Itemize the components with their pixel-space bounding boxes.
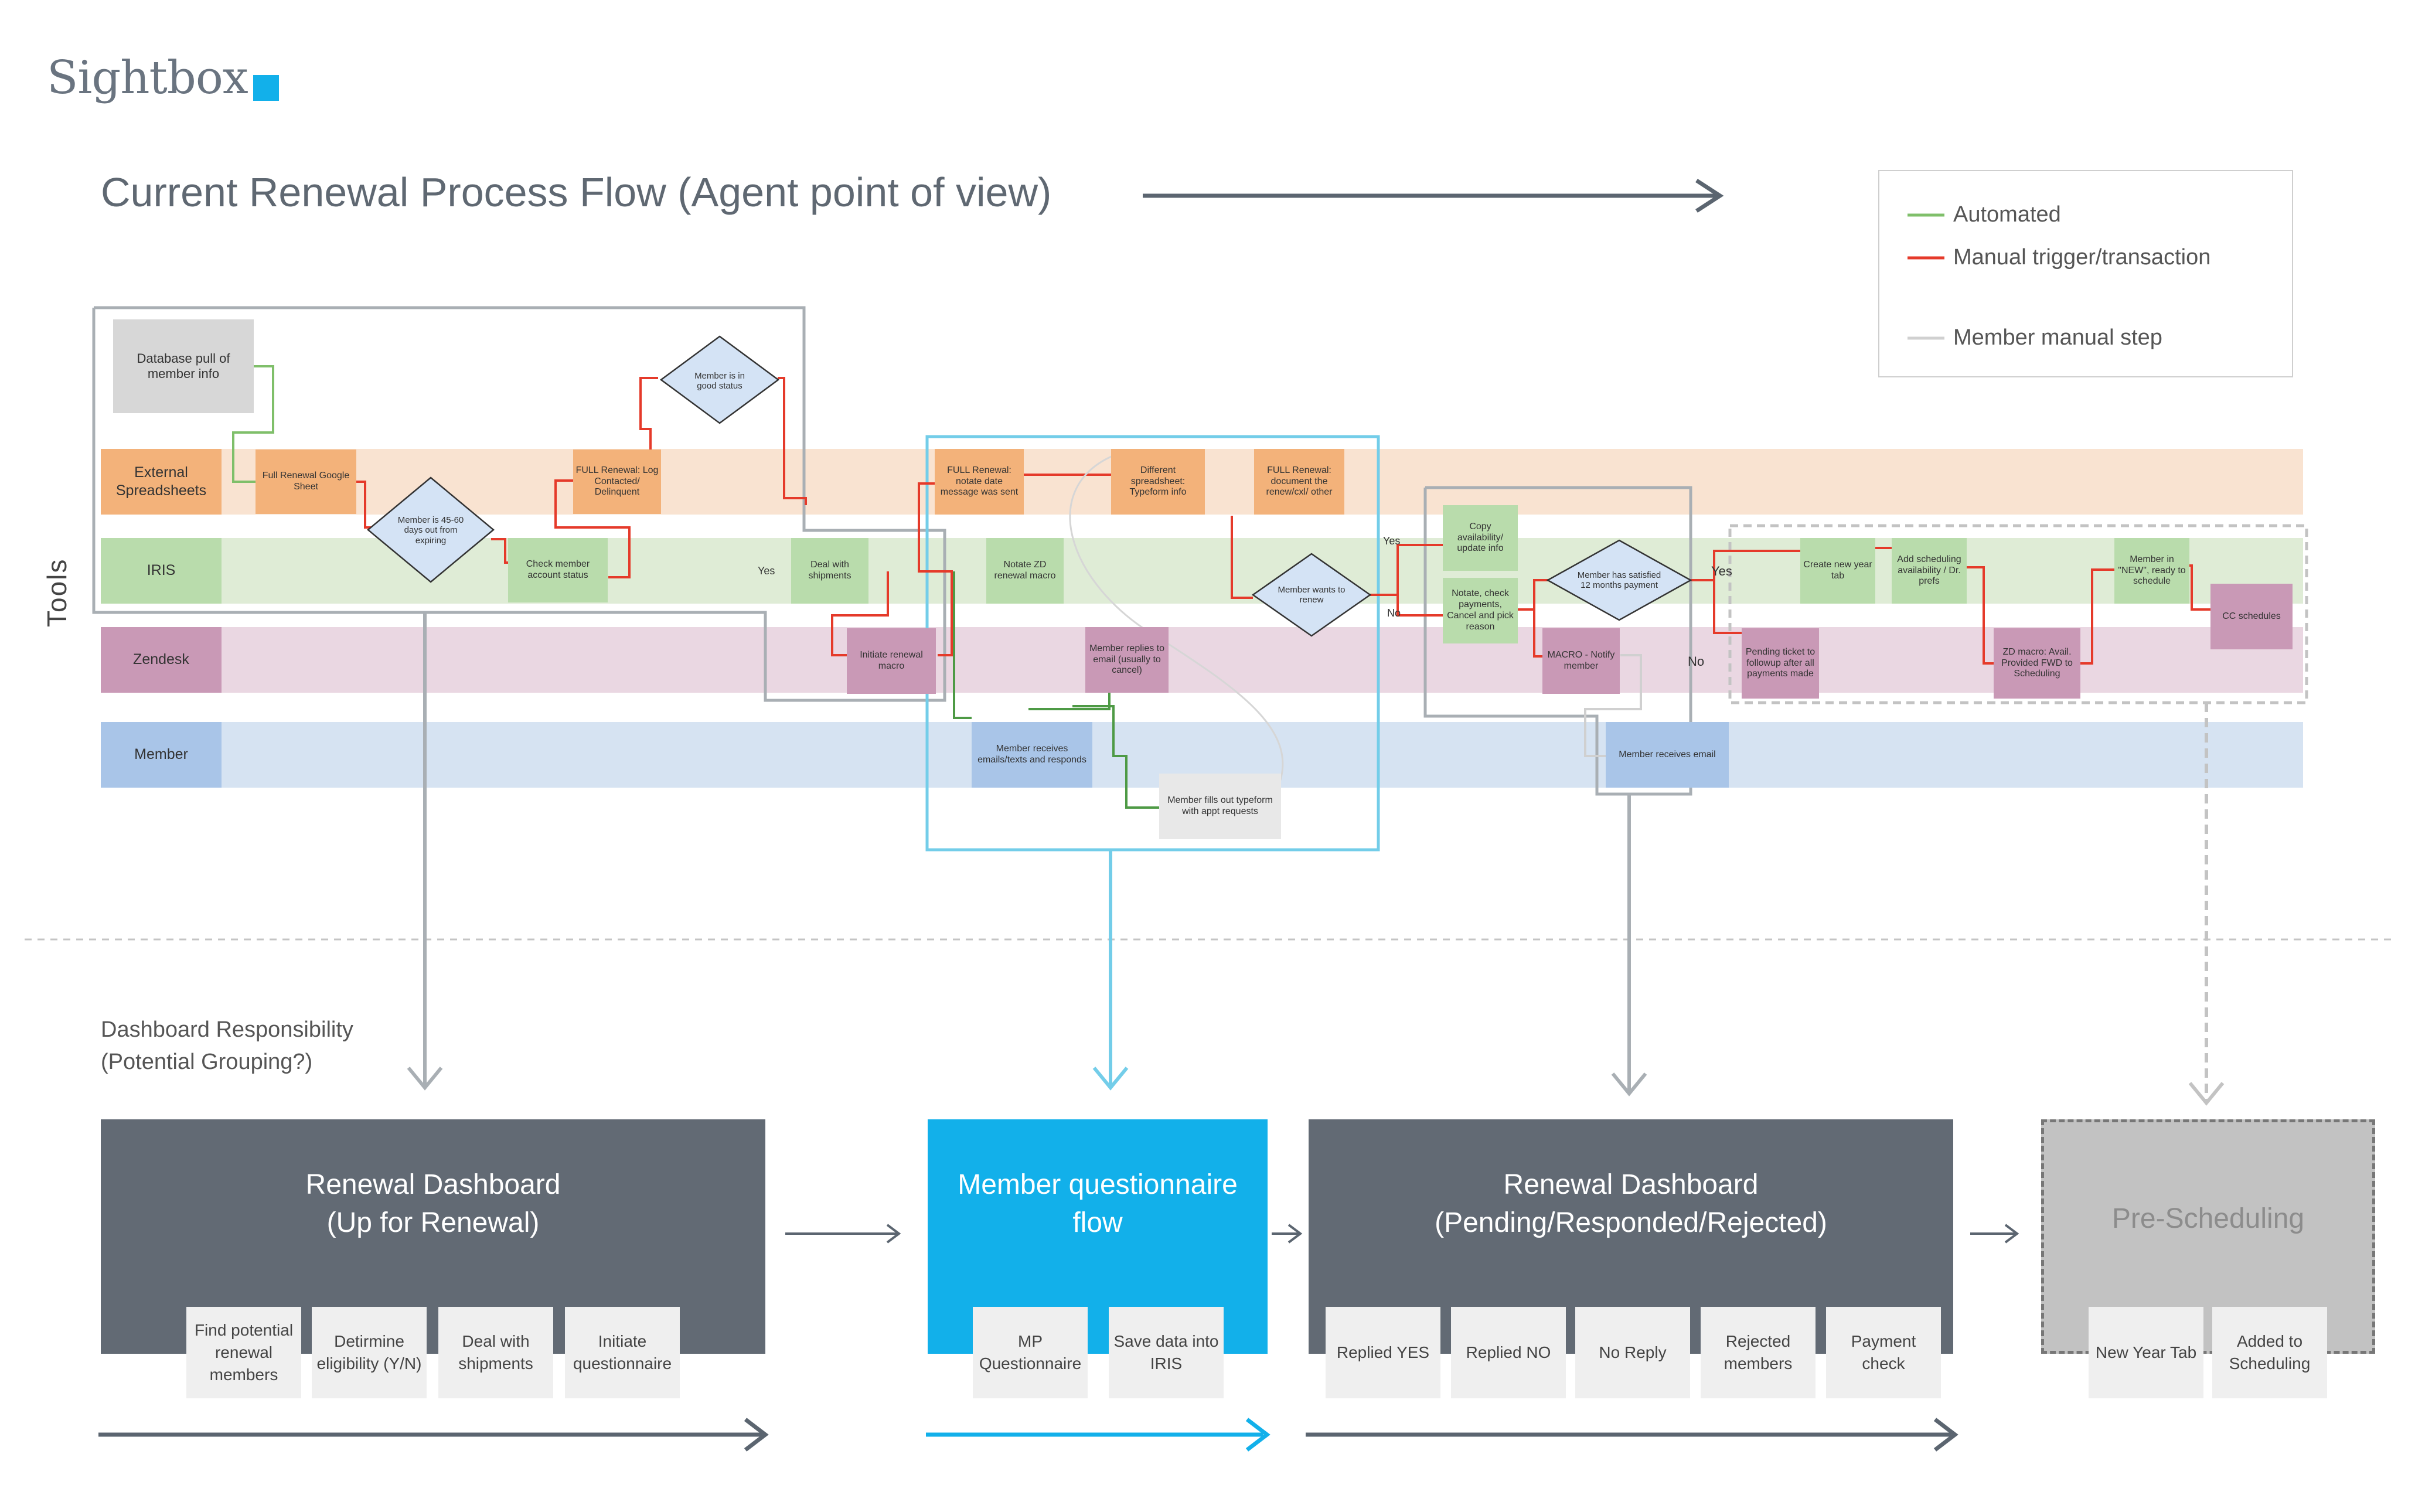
lane-zendesk-bg xyxy=(101,627,2303,693)
card-initiate-questionnaire: Initiate questionnaire xyxy=(565,1307,680,1398)
node-full-renewal-sheet: Full Renewal Google Sheet xyxy=(256,449,356,514)
card-rejected-members: Rejected members xyxy=(1701,1307,1816,1398)
legend-manual: Manual trigger/transaction xyxy=(1953,245,2211,270)
node-doc-renew: FULL Renewal: document the renew/cxl/ ot… xyxy=(1254,449,1344,515)
card-no-reply: No Reply xyxy=(1575,1307,1690,1398)
dashboard-renewal-pending-subtitle: (Pending/Responded/Rejected) xyxy=(1435,1207,1827,1238)
node-member-receives: Member receives emails/texts and respond… xyxy=(972,722,1092,788)
responsibility-label-line2: (Potential Grouping?) xyxy=(101,1050,313,1075)
node-macro-notify: MACRO - Notify member xyxy=(1542,628,1620,694)
diagram-title: Current Renewal Process Flow (Agent poin… xyxy=(101,169,1052,215)
node-new-year-tab: Create new year tab xyxy=(1800,538,1875,604)
decision-wants-renew: Member wants to renew xyxy=(1278,584,1346,605)
dashboard-pre-scheduling-title: Pre-Scheduling xyxy=(2111,1203,2305,1234)
responsibility-label-line1: Dashboard Responsibility xyxy=(101,1017,353,1042)
dashboard-renewal-up-title: Renewal Dashboard xyxy=(305,1169,561,1201)
legend-member-step: Member manual step xyxy=(1953,325,2162,350)
legend xyxy=(1878,170,2293,377)
dashboard-renewal-pending-title: Renewal Dashboard xyxy=(1503,1169,1759,1201)
node-check-status: Check member account status xyxy=(508,538,608,602)
card-added-scheduling: Added to Scheduling xyxy=(2212,1307,2327,1398)
brand-logo: Sightbox xyxy=(47,52,248,104)
decision-member-45-60: Member is 45-60 days out from expiring xyxy=(397,515,464,546)
card-save-iris: Save data into IRIS xyxy=(1109,1307,1224,1398)
card-new-year-tab: New Year Tab xyxy=(2089,1307,2203,1398)
card-mp-questionnaire: MP Questionnaire xyxy=(973,1307,1088,1398)
node-member-receives-email: Member receives email xyxy=(1606,722,1729,788)
node-pending-ticket: Pending ticket to followup after all pay… xyxy=(1742,628,1819,699)
node-cc-schedules: CC schedules xyxy=(2210,584,2293,649)
label-yes-3: Yes xyxy=(1711,564,1732,578)
dashboard-questionnaire-title: Member questionnaire xyxy=(958,1169,1238,1201)
card-payment-check: Payment check xyxy=(1826,1307,1941,1398)
node-notate-check: Notate, check payments, Cancel and pick … xyxy=(1443,578,1518,643)
lane-label-zendesk: Zendesk xyxy=(101,627,222,693)
node-notate-zd: Notate ZD renewal macro xyxy=(986,538,1064,604)
lane-label-external: External Spreadsheets xyxy=(101,449,222,515)
node-zd-macro-fwd: ZD macro: Avail. Provided FWD to Schedul… xyxy=(1994,628,2080,699)
lane-label-iris: IRIS xyxy=(101,538,222,604)
brand-logo-square xyxy=(253,75,279,101)
decision-satisfied-12: Member has satisfied 12 months payment xyxy=(1577,570,1661,590)
label-no-2: No xyxy=(1688,654,1705,669)
node-diff-spreadsheet: Different spreadsheet: Typeform info xyxy=(1111,449,1205,515)
node-notate-date: FULL Renewal: notate date message was se… xyxy=(935,449,1024,515)
node-member-replies: Member replies to email (usually to canc… xyxy=(1085,627,1169,693)
card-replied-yes: Replied YES xyxy=(1326,1307,1440,1398)
dashboard-renewal-up-subtitle: (Up for Renewal) xyxy=(326,1207,540,1238)
card-deal-shipments: Deal with shipments xyxy=(438,1307,553,1398)
legend-automated: Automated xyxy=(1953,202,2061,227)
dashboard-questionnaire-subtitle: flow xyxy=(1072,1207,1123,1238)
node-add-scheduling: Add scheduling availability / Dr. prefs xyxy=(1892,538,1967,604)
responsibility-label: Dashboard Responsibility (Potential Grou… xyxy=(101,1014,353,1078)
card-replied-no: Replied NO xyxy=(1451,1307,1566,1398)
label-no-1: No xyxy=(1387,607,1401,619)
card-find-potential: Find potential renewal members xyxy=(186,1307,301,1398)
label-yes-2: Yes xyxy=(1383,535,1401,547)
decision-good-status: Member is in good status xyxy=(694,370,745,391)
node-copy-avail: Copy availability/ update info xyxy=(1443,505,1518,571)
node-log-contacted: FULL Renewal: Log Contacted/ Delinquent xyxy=(573,449,661,514)
label-yes-1: Yes xyxy=(758,565,775,577)
node-deal-shipments: Deal with shipments xyxy=(791,538,868,604)
node-fills-typeform: Member fills out typeform with appt requ… xyxy=(1159,774,1281,839)
card-eligibility: Detirmine eligibility (Y/N) xyxy=(312,1307,427,1398)
node-member-new: Member in "NEW", ready to schedule xyxy=(2114,538,2189,604)
node-initiate-macro: Initiate renewal macro xyxy=(847,628,936,694)
node-database-pull: Database pull of member info xyxy=(113,319,254,413)
lane-label-member: Member xyxy=(101,722,222,788)
